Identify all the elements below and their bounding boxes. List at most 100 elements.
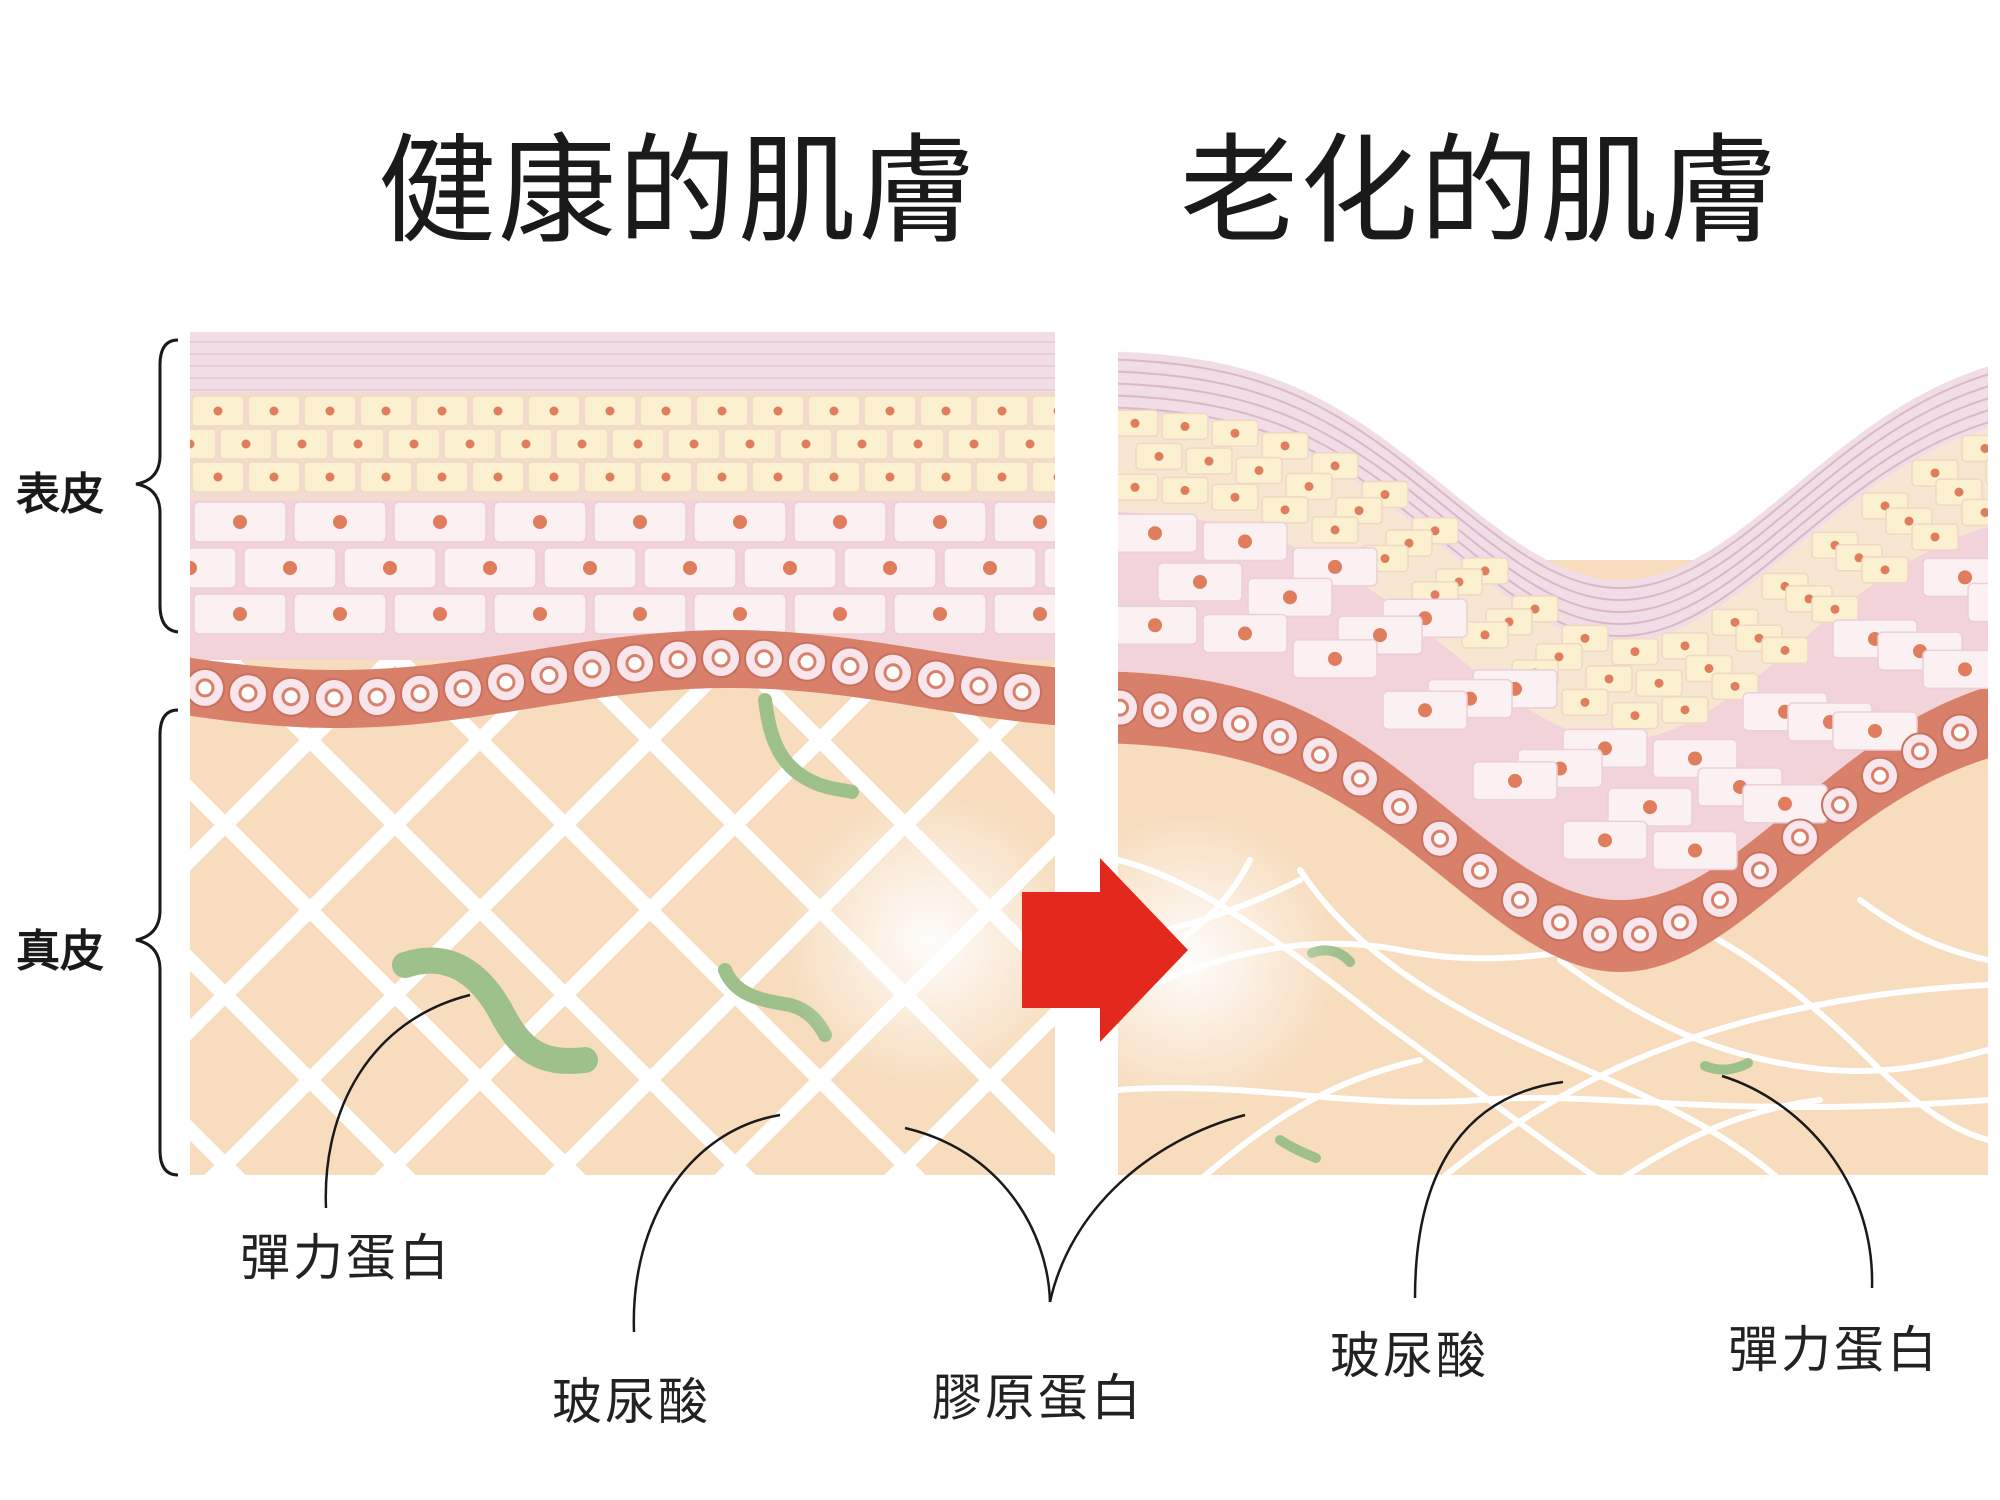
cell-nucleus [325,472,335,482]
collagen-fiber [1557,957,1988,1074]
basal-cell-nucleus [1711,890,1729,909]
spinous-cell [1043,547,1055,589]
basal-cell-nucleus [1391,798,1409,817]
basal-cell-nucleus [1511,890,1529,909]
cell-nucleus [1430,590,1440,600]
cell-nucleus [833,515,847,529]
granular-cell [1031,461,1055,493]
cell-nucleus [1830,604,1840,614]
cell-nucleus [1730,617,1740,627]
cell-nucleus [1148,526,1162,541]
cell-nucleus [533,515,547,529]
cell-nucleus [521,439,531,449]
cell-nucleus [1230,492,1240,502]
epidermis-label: 表皮 [16,469,104,520]
cell-nucleus [913,439,923,449]
granular-cell [1961,434,1988,463]
cell-nucleus [1680,641,1690,651]
granular-cell [1961,498,1988,527]
basal-cell-nucleus [1551,913,1569,932]
cell-nucleus [269,472,279,482]
basal-cell-nucleus [238,683,258,703]
collagen-fiber [1297,867,1779,1175]
cell-nucleus [783,561,797,575]
cell-nucleus [605,472,615,482]
basal-cell-nucleus [1951,723,1969,742]
cell-nucleus [717,472,727,482]
cell-nucleus [1780,645,1790,655]
cell-nucleus [1230,428,1240,438]
cell-nucleus [283,561,297,575]
basal-cell-nucleus [496,672,516,692]
healthy-skin-title: 健康的肌膚 [378,122,979,260]
cell-nucleus [381,472,391,482]
cell-nucleus [1280,441,1290,451]
granular-cells [190,395,1055,493]
label-right-elastin: 彈力蛋白 [1728,1321,1940,1379]
cell-nucleus [269,406,279,416]
basal-cells [1118,688,1979,954]
basal-cell-nucleus [1791,828,1809,847]
basal-cell-nucleus [1751,861,1769,880]
cell-nucleus [983,561,997,575]
cell-nucleus [493,472,503,482]
cell-nucleus [433,515,447,529]
spinous-cell [94,594,186,634]
cell-nucleus [1630,647,1640,657]
cell-nucleus [633,515,647,529]
cell-nucleus [883,561,897,575]
cell-nucleus [1418,703,1432,718]
cell-nucleus [1980,443,1988,453]
basal-cell-nucleus [367,687,387,707]
collagen-fiber [884,1004,1055,1175]
cell-nucleus [1033,607,1047,621]
basal-cell-nucleus [1871,766,1889,785]
cell-nucleus [1373,628,1387,643]
stratum-corneum [190,332,1055,392]
cell-nucleus [933,515,947,529]
spinous-cell [993,501,1055,543]
collagen-fiber [190,634,416,871]
cell-nucleus [829,472,839,482]
cell-nucleus [683,561,697,575]
cell-nucleus [409,439,419,449]
cell-nucleus [190,561,197,575]
cell-nucleus [1880,565,1890,575]
basal-cell-nucleus [840,657,860,677]
transition-arrow-icon [1022,858,1188,1042]
basal-cell-nucleus [1191,706,1209,725]
cell-nucleus [1508,773,1522,788]
cell-nucleus [997,472,1007,482]
cell-nucleus [233,607,247,621]
callout-line-right-elastin [1721,1074,1874,1289]
cell-nucleus [333,607,347,621]
basal-cell-nucleus [969,676,989,696]
spinous-cell [1967,582,1988,623]
collagen-fiber [1201,1057,1423,1175]
basal-cell-nucleus [1271,727,1289,746]
cell-nucleus [1025,439,1035,449]
cell-nucleus [885,406,895,416]
elastin-fiber [1275,1135,1321,1163]
cell-nucleus [733,607,747,621]
cell-nucleus [1730,681,1740,691]
basal-cell-nucleus [539,665,559,685]
cell-nucleus [1130,482,1140,492]
cell-nucleus [1980,507,1988,517]
cell-nucleus [1430,526,1440,536]
corneum-line [1118,358,1988,590]
cell-nucleus [733,515,747,529]
cell-nucleus [1868,723,1882,738]
cell-nucleus [1704,664,1714,674]
cell-nucleus [1930,532,1940,542]
cell-nucleus [1958,662,1972,677]
cell-nucleus [1280,505,1290,515]
cell-nucleus [213,472,223,482]
cell-nucleus [1680,705,1690,715]
cell-nucleus [1480,630,1490,640]
granular-cell [190,428,217,460]
cell-nucleus [1154,451,1164,461]
basal-cell-nucleus [1911,742,1929,761]
cell-nucleus [465,439,475,449]
